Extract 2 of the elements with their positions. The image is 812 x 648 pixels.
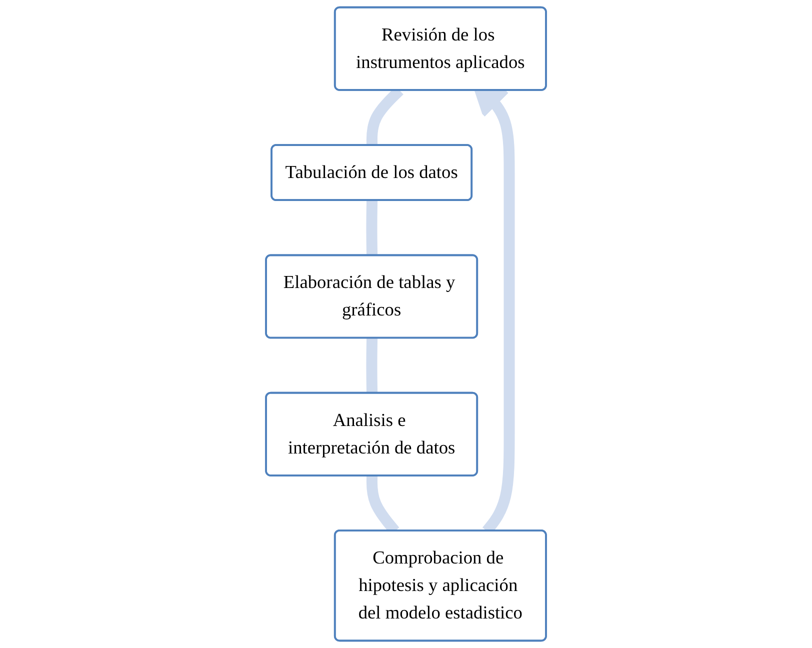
connector xyxy=(366,337,378,394)
connector xyxy=(366,200,378,256)
